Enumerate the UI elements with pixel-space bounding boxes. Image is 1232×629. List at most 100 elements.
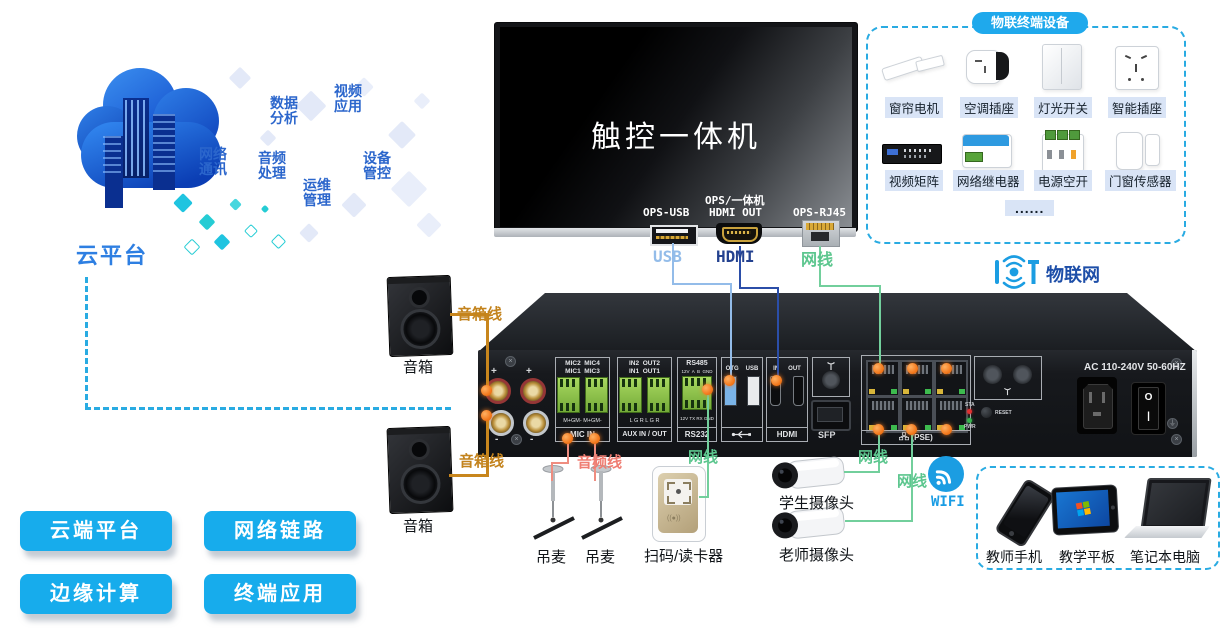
antenna-icon (1003, 387, 1012, 396)
iot-device-label: 网络继电器 (953, 170, 1024, 191)
post-plus-sign: + (491, 366, 497, 377)
network-cable (879, 285, 881, 368)
connection-dot (481, 385, 492, 396)
cloud-link-horizontal (85, 407, 451, 410)
scanner-label: 扫码/读卡器 (644, 548, 724, 565)
antenna-port-box (812, 357, 850, 397)
terminal-block (557, 377, 581, 413)
aux-module: IN2 OUT2 IN1 OUT1 L G R L G R AUX IN / O… (617, 357, 672, 442)
connection-dot (771, 375, 782, 386)
network-cable-label: 网线 (897, 473, 928, 490)
speaker-cable (450, 313, 488, 316)
mic-in-module: MIC2 MIC4 MIC1 MIC3 M+GM- M+GM- MIC IN (555, 357, 610, 442)
hanging-mic-icon (581, 465, 623, 540)
network-cable (844, 471, 880, 473)
wifi-label: WIFI (931, 494, 965, 510)
wifi-icon (928, 456, 964, 492)
hdmi-cable (777, 287, 779, 381)
connection-dot (562, 433, 573, 444)
legend-terminal-app-button[interactable]: 终端应用 (204, 574, 356, 614)
binding-post (488, 410, 514, 436)
teacher-phone-icon (994, 477, 1056, 549)
ac-socket-icon (954, 40, 1024, 100)
connection-dot (906, 424, 917, 435)
hdmi-title: HDMI (767, 427, 807, 441)
teaching-tablet-icon (1050, 484, 1120, 536)
hdmi-cable (739, 246, 741, 288)
power-switch: O | (1131, 382, 1166, 435)
network-cable-label: 网线 (688, 449, 719, 466)
rs232-module: RS485 12V A B GND 12V TX RX GND RS232 (677, 357, 717, 442)
connection-dot (589, 433, 600, 444)
sta-led (967, 409, 972, 414)
legend-network-link-button[interactable]: 网络链路 (204, 511, 356, 551)
usb-port (746, 376, 760, 406)
teacher-camera-label: 老师摄像头 (779, 547, 855, 564)
iot-device-label: 门窗传感器 (1105, 170, 1176, 191)
reset-label: RESET (995, 410, 1012, 416)
deco-square-teal (198, 213, 216, 231)
audio-cable (594, 440, 596, 481)
iot-device-label: 窗帘电机 (885, 97, 944, 118)
terminal-block (584, 377, 608, 413)
iot-device-label: 灯光开关 (1034, 97, 1093, 118)
ops-rj45-label: OPS-RJ45 (793, 206, 846, 219)
teaching-tablet-label: 教学平板 (1059, 549, 1115, 565)
terminal-block (619, 377, 643, 413)
deco-square (299, 223, 319, 243)
hub-top-face (478, 293, 1197, 352)
scanner-card-reader: ((●)) (652, 466, 706, 542)
connection-dot (873, 363, 884, 374)
deco-square-teal (183, 238, 201, 256)
teacher-camera-icon (772, 506, 845, 539)
aux-title: AUX IN / OUT (618, 427, 671, 441)
power-inlet (1077, 377, 1117, 434)
terminal-app-panel (976, 466, 1220, 570)
audio-cable (567, 440, 569, 464)
speaker-cable (486, 313, 489, 391)
cloud-graphic (75, 60, 230, 200)
post-minus-sign: - (530, 434, 534, 445)
hdmi-cable (739, 287, 779, 289)
usb-trident-icon (722, 427, 762, 441)
speaker-cable-label: 音箱线 (457, 306, 503, 323)
iot-panel-title: 物联终端设备 (972, 12, 1088, 34)
deco-square (259, 129, 277, 147)
network-relay-icon (954, 122, 1024, 182)
deco-square-teal (243, 223, 259, 239)
speaker-bottom-label: 音箱 (403, 518, 434, 535)
video-matrix-icon (880, 122, 950, 182)
cloud-link-vertical (85, 277, 88, 409)
feature-device-control: 设备 管控 (363, 150, 391, 181)
feature-audio-processing: 音频 处理 (258, 150, 286, 181)
connection-dot (702, 384, 713, 395)
pwr-led-label: PWR (964, 424, 976, 430)
reset-button (981, 407, 992, 418)
network-cable-label: 网线 (801, 252, 834, 269)
iot-more-dots: ...... (1005, 200, 1055, 216)
network-cable (699, 496, 708, 498)
legend-cloud-platform-button[interactable]: 云端平台 (20, 511, 172, 551)
nfc-mark: ((●)) (667, 515, 681, 522)
mic1-label: 吊麦 (536, 549, 567, 566)
touch-display: 触控一体机 (494, 22, 858, 232)
usb-cable (730, 283, 732, 381)
speaker-cable (449, 474, 489, 477)
hdmi-connector-icon (716, 223, 762, 244)
deco-square-teal (260, 204, 270, 214)
deco-square-teal (270, 233, 287, 250)
terminal-block (646, 377, 670, 413)
deco-square (416, 212, 442, 238)
rj45-port (900, 396, 934, 433)
legend-edge-computing-button[interactable]: 边缘计算 (20, 574, 172, 614)
antenna-icon (827, 362, 835, 370)
ops-hdmi-label-line2: HDMI OUT (709, 206, 762, 219)
deco-square (341, 192, 367, 218)
dual-antenna-box (974, 356, 1042, 400)
deco-square (413, 92, 431, 110)
power-rating-label: AC 110-240V 50-60HZ (1084, 362, 1186, 373)
iot-tag-label: 物联网 (1046, 265, 1100, 285)
hdmi-cable-label: HDMI (716, 247, 755, 266)
deco-square (228, 66, 252, 90)
network-cable (819, 246, 821, 286)
